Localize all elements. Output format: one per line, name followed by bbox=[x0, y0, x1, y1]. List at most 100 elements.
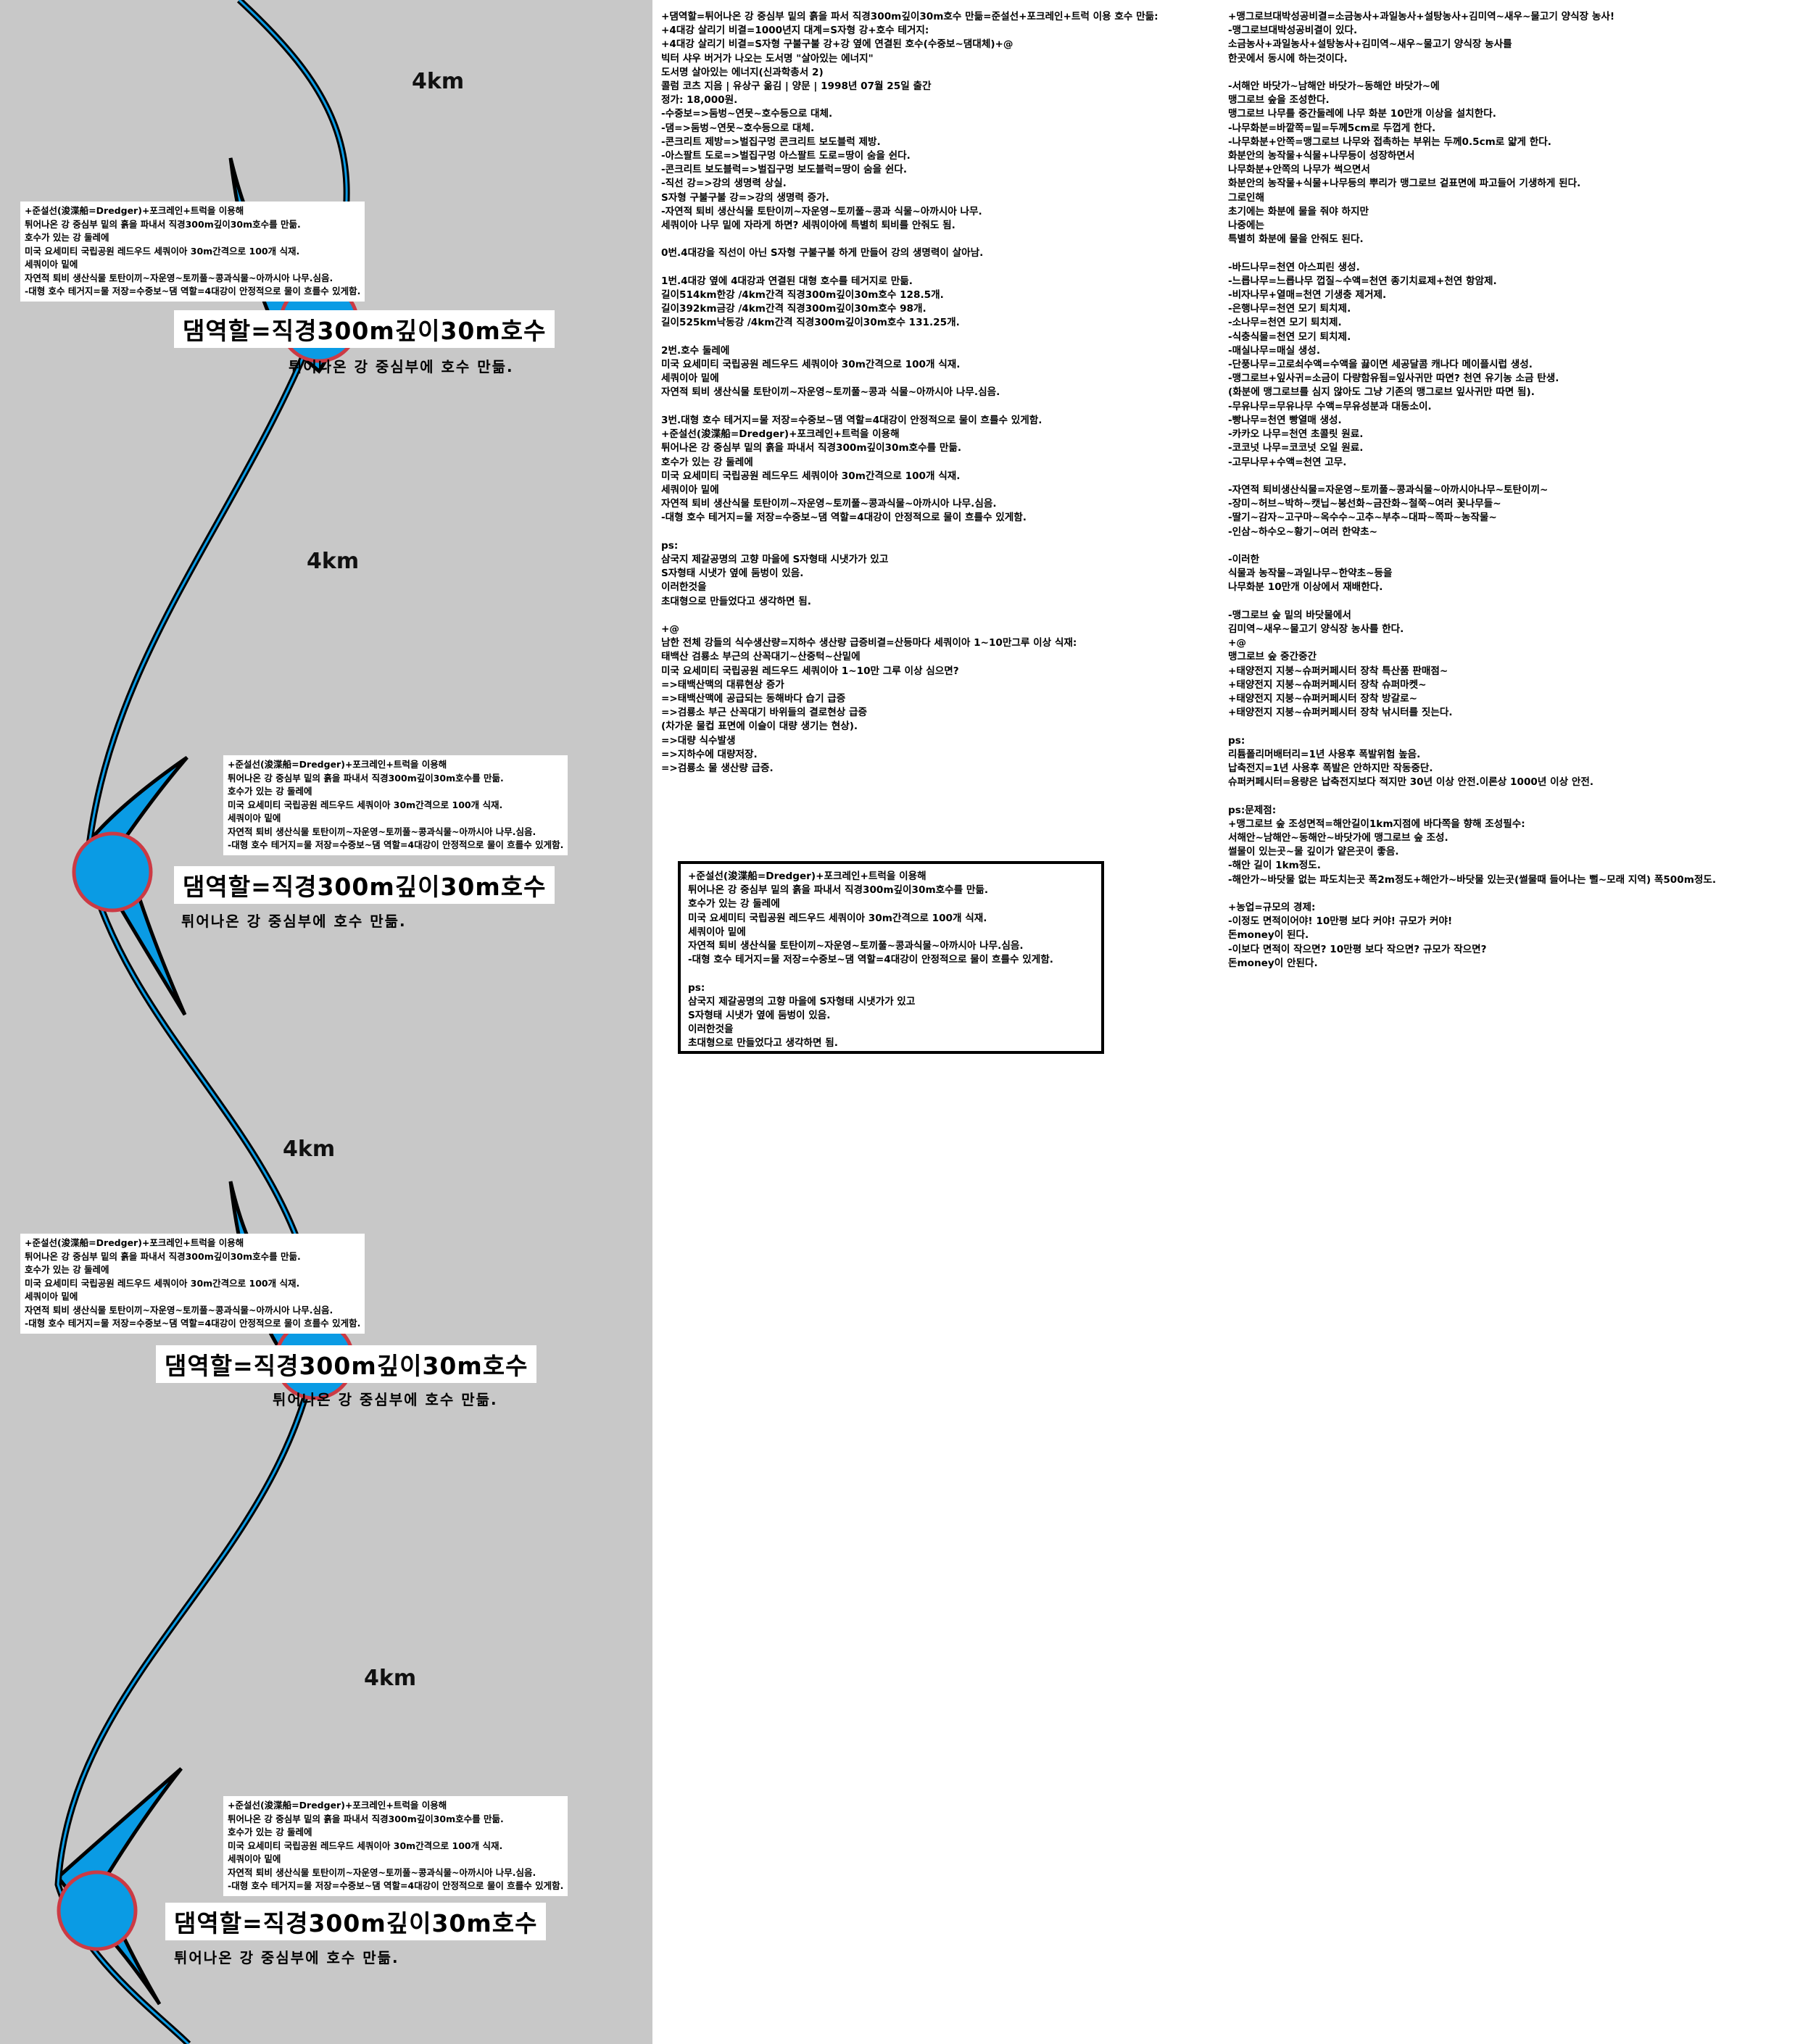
text-line bbox=[661, 233, 1158, 246]
text-line: =>태백산맥에 공급되는 동해바다 습기 급증 bbox=[661, 692, 846, 705]
text-line: 2번.호수 둘레에 bbox=[661, 344, 730, 357]
text-line: 소금농사+과일농사+설탕농사+김미역~새우~물고기 양식장 농사를 bbox=[1228, 38, 1512, 51]
text-line: S자형 구불구불 강=>강의 생명력 증가. bbox=[661, 191, 829, 204]
text-line: -해안 길이 1km정도. bbox=[1228, 860, 1321, 872]
text-line: 화분안의 농작물+식물+나무등의 뿌리가 맹그로브 겉표면에 파고들어 기생하게… bbox=[1228, 178, 1581, 190]
text-line: -이보다 면적이 작으면? 10만평 보다 작으면? 규모가 작으면? bbox=[1228, 943, 1487, 955]
text-line bbox=[688, 967, 1094, 981]
text-line: 돈money이 안된다. bbox=[1228, 957, 1318, 969]
lake-circle-2 bbox=[72, 831, 153, 913]
text-line: 세쿼이아 밑에 bbox=[228, 1853, 281, 1864]
text-line: 세쿼이아 밑에 bbox=[661, 483, 719, 496]
text-line: 세쿼이아 밑에 bbox=[228, 813, 281, 823]
text-line: -해안가~바닷물 없는 파도치는곳 폭2m정도+해안가~바닷물 있는곳(썰물때 … bbox=[1228, 873, 1717, 886]
text-line: 콜럼 코츠 지음 | 유상구 옮김 | 양문 | 1998년 07월 25일 출… bbox=[661, 80, 932, 93]
text-line: 튀어나온 강 중심부 밑의 흙을 파내서 직경300m깊이30m호수를 만듦. bbox=[661, 442, 962, 454]
text-line: -대형 호수 테거지=물 저장=수중보~댐 역할=4대강이 안정적으로 물이 흐… bbox=[25, 286, 361, 296]
text-line: 길이514km한강 /4km간격 직경300m깊이30m호수 128.5개. bbox=[661, 289, 944, 302]
text-line: 미국 요세미티 국립공원 레드우드 세쿼이아 30m간격으로 100개 식재. bbox=[228, 1840, 503, 1851]
text-line: +@ bbox=[1228, 637, 1246, 649]
text-line: -나무화분=바깥쪽=밑=두께5cm로 두껍게 한다. bbox=[1228, 122, 1436, 134]
text-line: 김미역~새우~물고기 양식장 농사를 한다. bbox=[1228, 623, 1404, 635]
text-line bbox=[661, 525, 1158, 539]
text-line: 튀어나온 강 중심부 밑의 흙을 파내서 직경300m깊이30m호수를 만듦. bbox=[228, 1813, 504, 1824]
text-line bbox=[661, 261, 1158, 275]
text-line: -대형 호수 테거지=물 저장=수중보~댐 역할=4대강이 안정적으로 물이 흐… bbox=[228, 1880, 564, 1891]
text-line: +농업=규모의 경제: bbox=[1228, 902, 1316, 913]
text-line bbox=[1228, 720, 1716, 734]
text-line: 맹그로브 숲 중간중간 bbox=[1228, 651, 1317, 663]
text-line: 길이525km낙동강 /4km간격 직경300m깊이30m호수 131.25개. bbox=[661, 317, 960, 329]
text-line: -딸기~감자~고구마~옥수수~고추~부추~대파~쪽파~농작물~ bbox=[1228, 512, 1497, 524]
text-line: ps: bbox=[688, 981, 705, 994]
distance-label: 4km bbox=[412, 69, 465, 94]
text-line: 자연적 퇴비 생산식물 토탄이끼~자운영~토끼풀~콩과식물~아까시아 나무.심음… bbox=[228, 1866, 536, 1878]
text-line: 길이392km금강 /4km간격 직경300m깊이30m호수 98개. bbox=[661, 303, 926, 315]
text-column-mangrove-plan: +맹그로브대박성공비결=소금농사+과일농사+설탕농사+김미역~새우~물고기 양식… bbox=[1228, 10, 1716, 971]
text-line: 세쿼이아 밑에 bbox=[25, 1291, 78, 1302]
lake-caption: 튀어나온 강 중심부에 호수 만듦. bbox=[174, 1949, 399, 1966]
text-line: +태양전지 지붕~슈퍼커페시터 장착 특산품 판매점~ bbox=[1228, 665, 1448, 677]
text-line: =>검룡소 부근 산꼭대기 바위들의 결로현상 급증 bbox=[661, 707, 868, 719]
text-line: 나중에는 bbox=[1228, 220, 1265, 232]
text-line: 세쿼이아 나무 밑에 자라게 하면? 세쿼이아에 특별히 퇴비를 안줘도 됨. bbox=[661, 220, 955, 232]
text-line: 미국 요세미티 국립공원 레드우드 세쿼이아 30m간격으로 100개 식재. bbox=[661, 470, 961, 482]
text-line: -아스팔트 도로=>벌집구멍 아스팔트 도로=땅이 숨을 쉰다. bbox=[661, 150, 911, 162]
text-line: 초대형으로 만들었다고 생각하면 됨. bbox=[661, 595, 811, 607]
text-line: 자연적 퇴비 생산식물 토탄이끼~자운영~토끼풀~콩과식물~아까시아 나무.심음… bbox=[25, 272, 333, 283]
text-line: +태양전지 지붕~슈퍼커페시터 장착 낚시터를 짓는다. bbox=[1228, 707, 1453, 719]
distance-label: 4km bbox=[283, 1137, 336, 1162]
text-line: ps: bbox=[661, 539, 679, 552]
text-line: -맹그로브+잎사귀=소금이 다량함유됨=잎사귀만 따면? 천연 유기농 소금 탄… bbox=[1228, 373, 1559, 385]
text-line: 튀어나온 강 중심부 밑의 흙을 파내서 직경300m깊이30m호수를 만듦. bbox=[228, 772, 504, 784]
text-line: 미국 요세미티 국립공원 레드우드 세쿼이아 30m간격으로 100개 식재. bbox=[25, 245, 300, 257]
text-line bbox=[1228, 887, 1716, 901]
text-line: 튀어나온 강 중심부 밑의 흙을 파내서 직경300m깊이30m호수를 만듦. bbox=[25, 218, 301, 230]
text-line: 미국 요세미티 국립공원 레드우드 세쿼이아 30m간격으로 100개 식재. bbox=[228, 799, 503, 810]
text-line bbox=[1228, 595, 1716, 609]
text-line: 삼국지 제갈공명의 고향 마을에 S자형태 시냇가가 있고 bbox=[661, 553, 889, 565]
text-line: -이러한 bbox=[1228, 553, 1260, 565]
text-line bbox=[1228, 789, 1716, 803]
text-line: 미국 요세미티 국립공원 레드우드 세쿼이아 1~10만 그루 이상 심으면? bbox=[661, 665, 959, 677]
text-line: +맹그로브 숲 조성면적=해안길이1km지점에 바다쪽을 향해 조성필수: bbox=[1228, 818, 1525, 830]
text-line: 맹그로브 나무를 중간둘레에 나무 화분 10만개 이상을 설치한다. bbox=[1228, 108, 1496, 120]
text-line: -단풍나무=고로쇠수액=수액을 끓이면 세공달콤 캐나다 메이플시럽 생성. bbox=[1228, 359, 1533, 371]
text-line: -대형 호수 테거지=물 저장=수중보~댐 역할=4대강이 안정적으로 물이 흐… bbox=[228, 839, 564, 850]
text-line: =>지하수에 대량저장. bbox=[661, 748, 758, 760]
river-diagram-panel: 4km 4km 4km 4km +준설선(浚渫船=Dredger)+포크레인+트… bbox=[0, 0, 652, 2044]
text-line: +4대강 살리기 비결=S자형 구불구불 강+강 옆에 연결된 호수(수중보~댐… bbox=[661, 38, 1013, 51]
text-line: -고무나무+수액=천연 고무. bbox=[1228, 456, 1347, 468]
text-line: -나무화분+안쪽=맹그로브 나무와 접촉하는 부위는 두께0.5cm로 얇게 한… bbox=[1228, 136, 1551, 148]
text-line: -대형 호수 테거지=물 저장=수중보~댐 역할=4대강이 안정적으로 물이 흐… bbox=[25, 1318, 361, 1329]
text-line: -댐=>둠벙~연못~호수등으로 대체. bbox=[661, 122, 815, 134]
text-line: 1번.4대강 옆에 4대강과 연결된 대형 호수를 테거지로 만듦. bbox=[661, 275, 913, 287]
text-line: 호수가 있는 강 둘레에 bbox=[688, 898, 780, 910]
text-line: 초대형으로 만들었다고 생각하면 됨. bbox=[688, 1037, 838, 1050]
text-line: 그로인해 bbox=[1228, 191, 1265, 204]
text-line: 미국 요세미티 국립공원 레드우드 세쿼이아 30m간격으로 100개 식재. bbox=[25, 1277, 300, 1289]
text-line: -맹그로브대박성공비결이 있다. bbox=[1228, 25, 1358, 37]
text-line bbox=[1228, 66, 1716, 80]
text-line: 나무화분+안쪽의 나무가 썩으면서 bbox=[1228, 164, 1370, 176]
text-line: -대형 호수 테거지=물 저장=수중보~댐 역할=4대강이 안정적으로 물이 흐… bbox=[688, 954, 1053, 966]
text-line: S자형태 시냇가 옆에 둠벙이 있음. bbox=[661, 568, 804, 580]
text-line: 썰물이 있는곳~물 깊이가 얕은곳이 좋음. bbox=[1228, 846, 1399, 858]
lake-caption: 튀어나온 강 중심부에 호수 만듦. bbox=[273, 1391, 498, 1408]
text-line: -서해안 바닷가~남해안 바닷가~동해안 바닷가~에 bbox=[1228, 80, 1440, 93]
lake-caption: 튀어나온 강 중심부에 호수 만듦. bbox=[181, 913, 407, 930]
text-line: +4대강 살리기 비결=1000년지 대계=S자형 강+호수 테거지: bbox=[661, 25, 929, 37]
text-line: -코코넛 나무=코코넛 오일 원료. bbox=[1228, 442, 1364, 454]
text-line: 한곳에서 동시에 하는것이다. bbox=[1228, 52, 1348, 65]
text-line: 자연적 퇴비 생산식물 토탄이끼~자운영~토끼풀~콩과식물~아까시아 나무.심음… bbox=[661, 498, 997, 510]
text-line: -바드나무=천연 아스피린 생성. bbox=[1228, 261, 1360, 273]
text-line: +준설선(浚渫船=Dredger)+포크레인+트럭을 이용해 bbox=[228, 759, 447, 770]
text-line: +준설선(浚渫船=Dredger)+포크레인+트럭을 이용해 bbox=[25, 1237, 244, 1248]
text-line: 화분안의 농작물+식물+나무등이 성장하면서 bbox=[1228, 150, 1415, 162]
text-line: -매실나무=매실 생성. bbox=[1228, 344, 1320, 357]
text-line: -인삼~하수오~황기~여러 한약초~ bbox=[1228, 525, 1378, 538]
text-line: 맹그로브 숲을 조성한다. bbox=[1228, 94, 1330, 107]
